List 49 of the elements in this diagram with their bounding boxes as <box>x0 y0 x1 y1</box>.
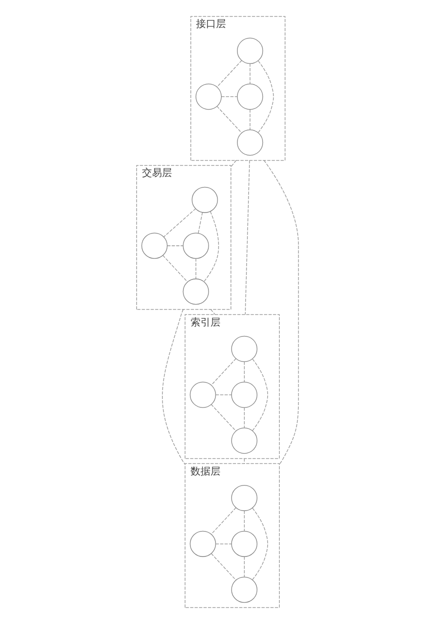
connector <box>243 458 244 464</box>
connector <box>252 508 268 580</box>
node-circle <box>230 576 257 603</box>
connector <box>214 394 232 396</box>
cluster: 索引层 <box>184 314 280 459</box>
node-circle <box>189 530 216 557</box>
connector <box>210 507 236 535</box>
connector <box>195 258 196 280</box>
connector <box>203 211 218 282</box>
cluster: 接口层 <box>190 16 285 161</box>
connector <box>249 109 250 130</box>
connector <box>243 556 244 578</box>
connector <box>243 407 244 428</box>
node-circle <box>236 84 263 110</box>
connector <box>162 309 185 465</box>
connector <box>210 358 236 386</box>
connector <box>263 160 298 465</box>
node-circle <box>236 38 263 64</box>
connector <box>257 60 274 133</box>
connector <box>216 106 242 134</box>
node-circle <box>230 382 257 408</box>
node-circle <box>140 232 168 259</box>
node-circle <box>230 530 257 557</box>
connector <box>230 160 236 168</box>
node-circle <box>230 484 257 512</box>
connector <box>210 404 236 432</box>
node-circle <box>189 382 216 408</box>
connector <box>216 60 242 88</box>
connector <box>243 510 244 532</box>
connector <box>210 553 236 580</box>
connector <box>252 358 268 431</box>
node-circle <box>230 336 257 362</box>
connector <box>162 255 188 282</box>
node-circle <box>236 129 263 156</box>
node-circle <box>182 278 208 305</box>
cluster: 数据层 <box>184 463 280 608</box>
connector <box>166 245 183 246</box>
node-circle <box>191 186 218 213</box>
node-circle <box>182 232 208 259</box>
connector <box>243 361 244 382</box>
connector <box>220 96 238 97</box>
connector <box>244 160 250 315</box>
node-circle <box>230 428 257 454</box>
connector <box>197 212 202 234</box>
connector <box>210 309 215 315</box>
node-circle <box>195 84 222 110</box>
connector <box>163 208 196 238</box>
cluster: 交易层 <box>136 165 231 310</box>
connector <box>249 63 250 84</box>
